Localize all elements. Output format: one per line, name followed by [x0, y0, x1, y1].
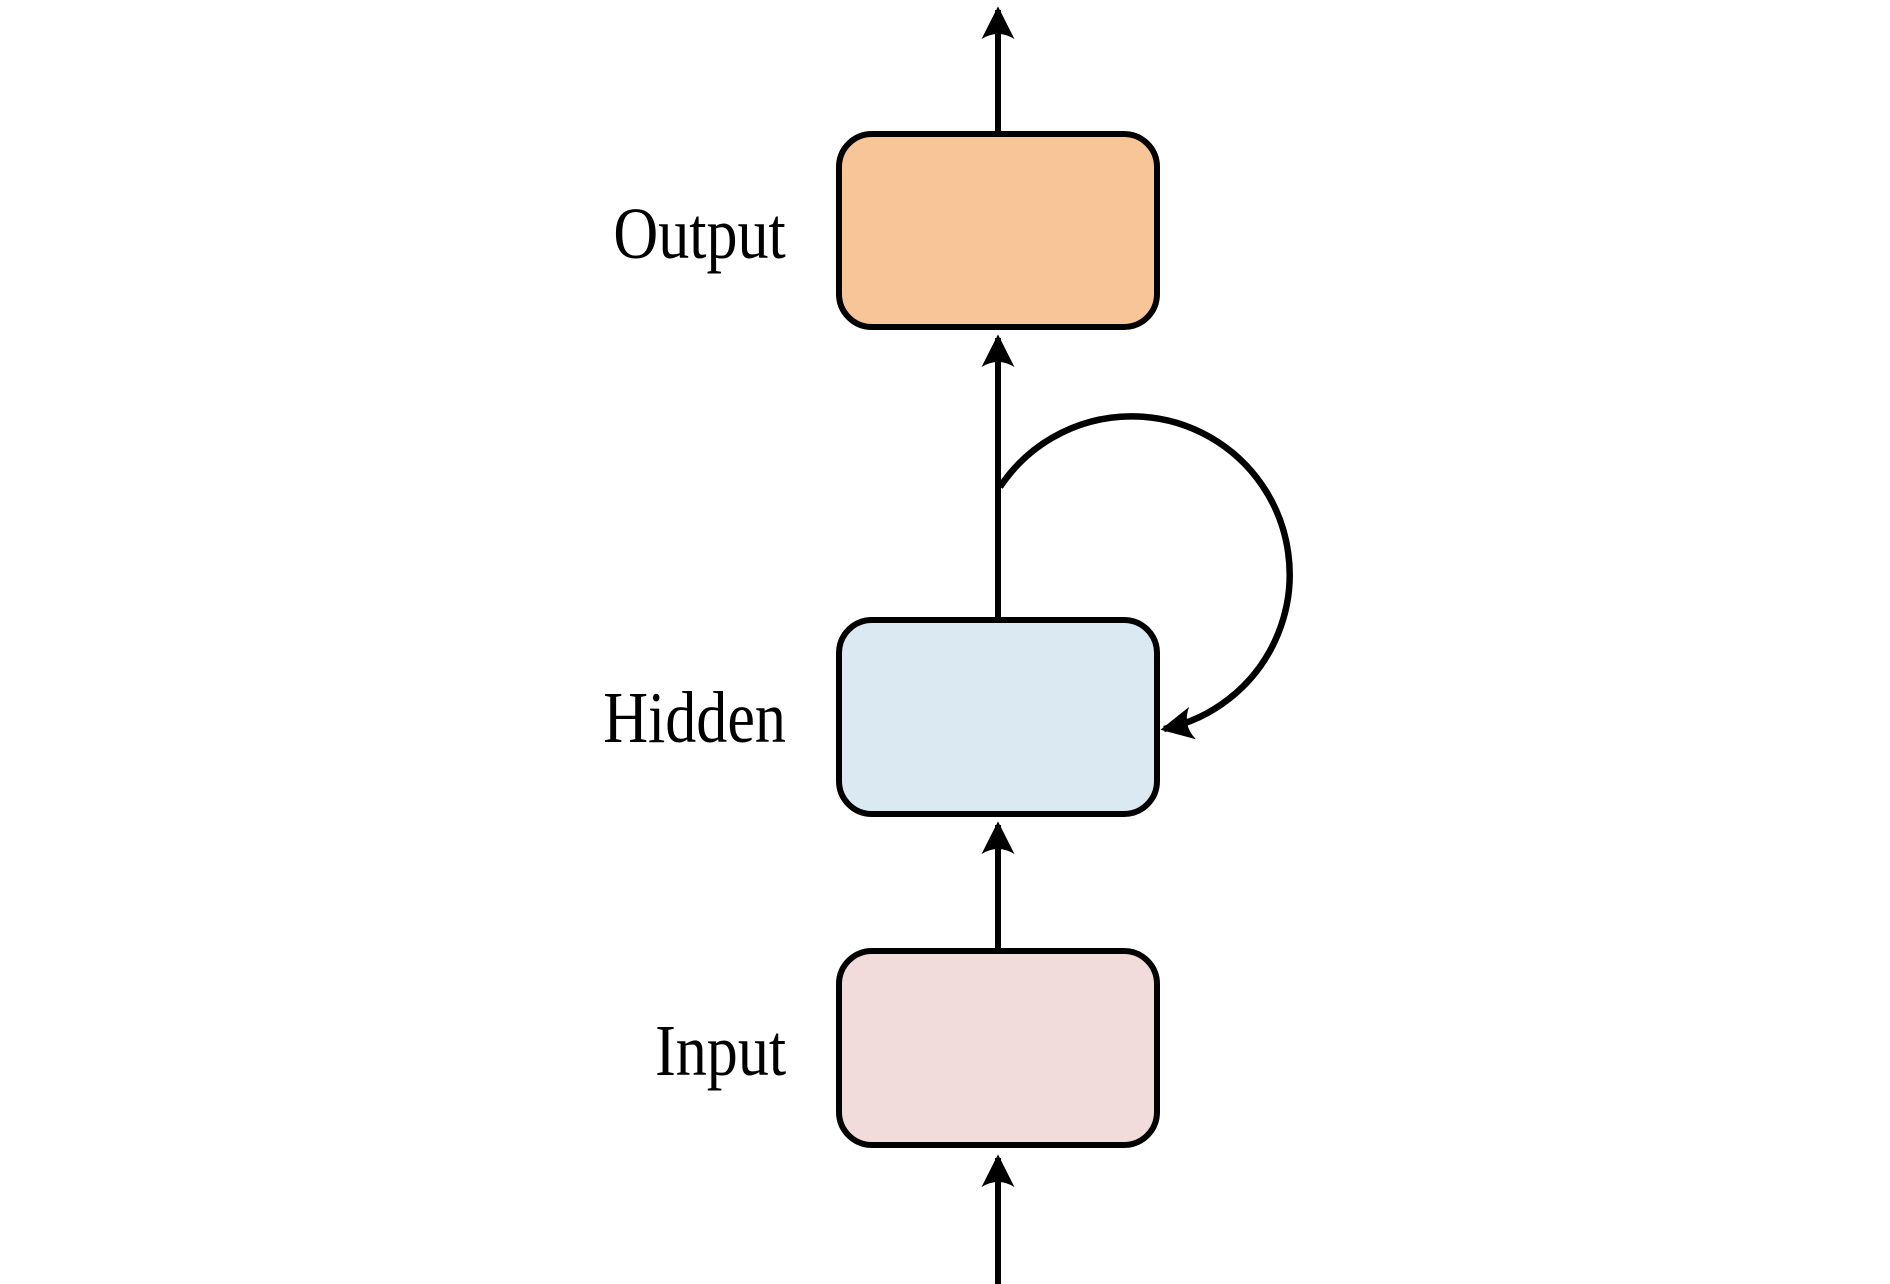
input-node-box: [836, 948, 1160, 1148]
input-node-label: Input: [655, 1010, 786, 1091]
recurrent-loop-arrow: [997, 413, 1293, 740]
output-node-box: [836, 131, 1160, 330]
hidden-node-label: Hidden: [603, 677, 786, 758]
hidden-node-box: [836, 617, 1160, 817]
output-node-label: Output: [613, 193, 786, 274]
